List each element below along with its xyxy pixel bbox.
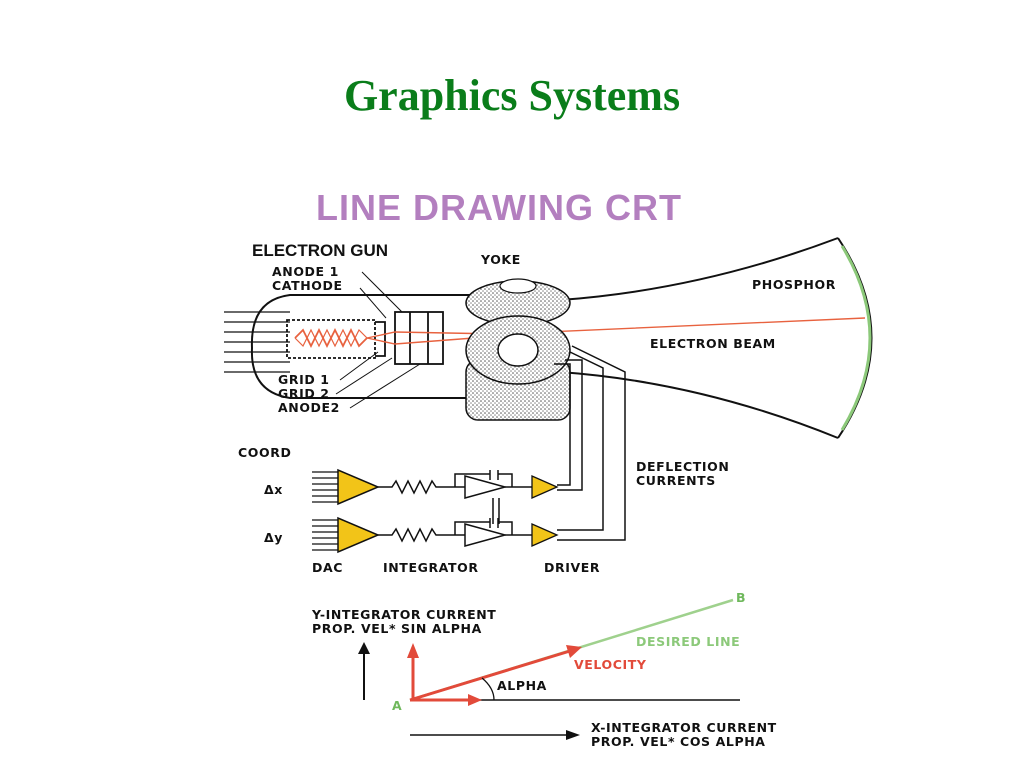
velocity-vector — [409, 645, 582, 702]
coord-label: COORD — [238, 445, 291, 460]
electron-gun — [286, 311, 444, 365]
deflection-label-line1: DEFLECTION — [636, 459, 729, 474]
grid1-label: GRID 1 — [278, 372, 330, 387]
desired-line-label: DESIRED LINE — [636, 634, 740, 649]
cathode-label: CATHODE — [272, 278, 343, 293]
anode2-label: ANODE2 — [278, 400, 340, 415]
electron-beam-label: ELECTRON BEAM — [650, 336, 776, 351]
phosphor-label: PHOSPHOR — [752, 277, 836, 292]
x-component-vector — [410, 694, 482, 706]
integrator-x — [454, 470, 532, 499]
y-integrator-label-line2: PROP. VEL* SIN ALPHA — [312, 621, 482, 636]
phosphor-screen — [840, 245, 872, 431]
dac-inputs — [312, 471, 338, 551]
leader-lines — [335, 271, 421, 409]
integrator-label: INTEGRATOR — [383, 560, 479, 575]
y-integrator-label-line1: Y-INTEGRATOR CURRENT — [311, 607, 496, 622]
deflection-wires — [554, 345, 626, 541]
dac-label: DAC — [312, 560, 343, 575]
integrator-resistors — [378, 479, 465, 543]
x-integrator-label-line1: X-INTEGRATOR CURRENT — [591, 720, 777, 735]
anode1-label: ANODE 1 — [272, 264, 339, 279]
driver-label: DRIVER — [544, 560, 600, 575]
driver-y-amplifier — [531, 523, 559, 547]
crt-tube — [250, 237, 873, 439]
y-axis-arrow — [358, 642, 370, 700]
y-component-vector — [407, 643, 419, 700]
delta-y-label: Δy — [264, 530, 283, 545]
point-b-label: B — [736, 590, 746, 605]
x-axis-arrow — [410, 730, 580, 740]
integrator-reset-switch — [492, 498, 500, 524]
x-integrator-label-line2: PROP. VEL* COS ALPHA — [591, 734, 766, 749]
electron-beam — [366, 317, 866, 345]
dac-x-amplifier — [337, 468, 380, 506]
dac-y-amplifier — [337, 516, 380, 554]
driver-x-amplifier — [531, 475, 559, 499]
integrator-y — [454, 518, 532, 547]
diagram-heading: LINE DRAWING CRT — [316, 187, 682, 228]
point-a-label: A — [392, 698, 402, 713]
alpha-arc — [481, 677, 495, 701]
velocity-label: VELOCITY — [574, 657, 647, 672]
electron-gun-label: ELECTRON GUN — [252, 241, 388, 260]
slide-title: Graphics Systems — [343, 71, 681, 120]
yoke — [465, 278, 571, 421]
yoke-label: YOKE — [480, 252, 521, 267]
delta-x-label: Δx — [264, 482, 283, 497]
cathode-filament-mirror — [294, 328, 368, 348]
grid2-label: GRID 2 — [278, 386, 330, 401]
deflection-label-line2: CURRENTS — [636, 473, 716, 488]
neck-leads — [224, 311, 290, 373]
alpha-label: ALPHA — [497, 678, 547, 693]
